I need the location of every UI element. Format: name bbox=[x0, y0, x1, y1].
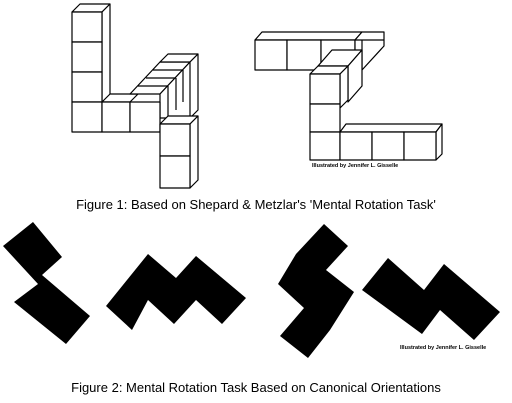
silhouette-shape-3 bbox=[278, 224, 354, 358]
cube-object-right bbox=[254, 31, 443, 161]
figure2-credit: Illustrated by Jennifer L. Gisselle bbox=[400, 345, 487, 351]
silhouette-shape-2 bbox=[106, 254, 246, 330]
silhouette-shape-4 bbox=[362, 258, 500, 340]
figure1-credit: Illustrated by Jennifer L. Gisselle bbox=[312, 163, 399, 169]
figure1-caption: Figure 1: Based on Shepard & Metzlar's '… bbox=[76, 197, 436, 212]
silhouette-shape-1 bbox=[3, 222, 90, 344]
figure2-caption: Figure 2: Mental Rotation Task Based on … bbox=[71, 380, 441, 395]
cube-object-left bbox=[71, 3, 199, 189]
